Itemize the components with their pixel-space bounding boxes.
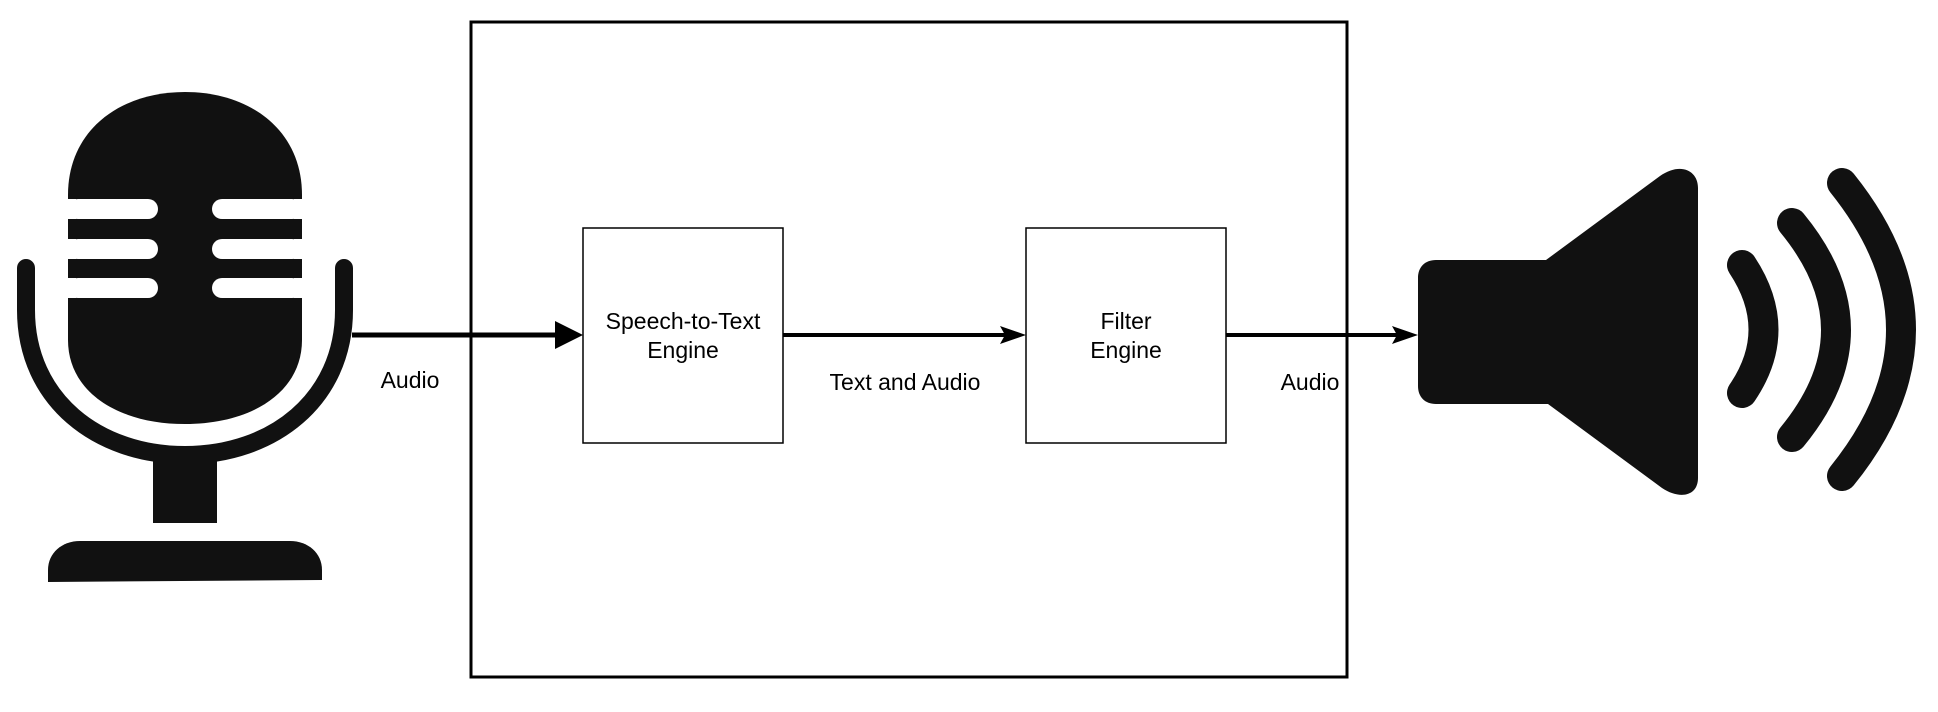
speech-to-text-label: Speech-to-Text Engine [583,228,783,443]
filter-engine-label-line1: Filter [1100,307,1152,334]
filter-engine-label-line2: Engine [1090,336,1162,363]
edge-mic-to-stt [352,321,583,349]
edge-label-mic-to-stt: Audio [380,367,440,393]
speech-to-text-label-line1: Speech-to-Text [605,307,761,334]
microphone-icon [17,92,353,582]
edge-label-stt-to-filter: Text and Audio [829,369,981,395]
filter-engine-label: Filter Engine [1026,228,1226,443]
speech-to-text-label-line2: Engine [647,336,719,363]
system-boundary [469,20,1349,679]
speech-to-text-node [582,227,784,444]
edge-label-filter-to-speaker: Audio [1280,369,1340,395]
edge-filter-to-speaker [1226,326,1418,344]
edge-stt-to-filter [783,326,1026,344]
speaker-icon [1418,168,1916,495]
